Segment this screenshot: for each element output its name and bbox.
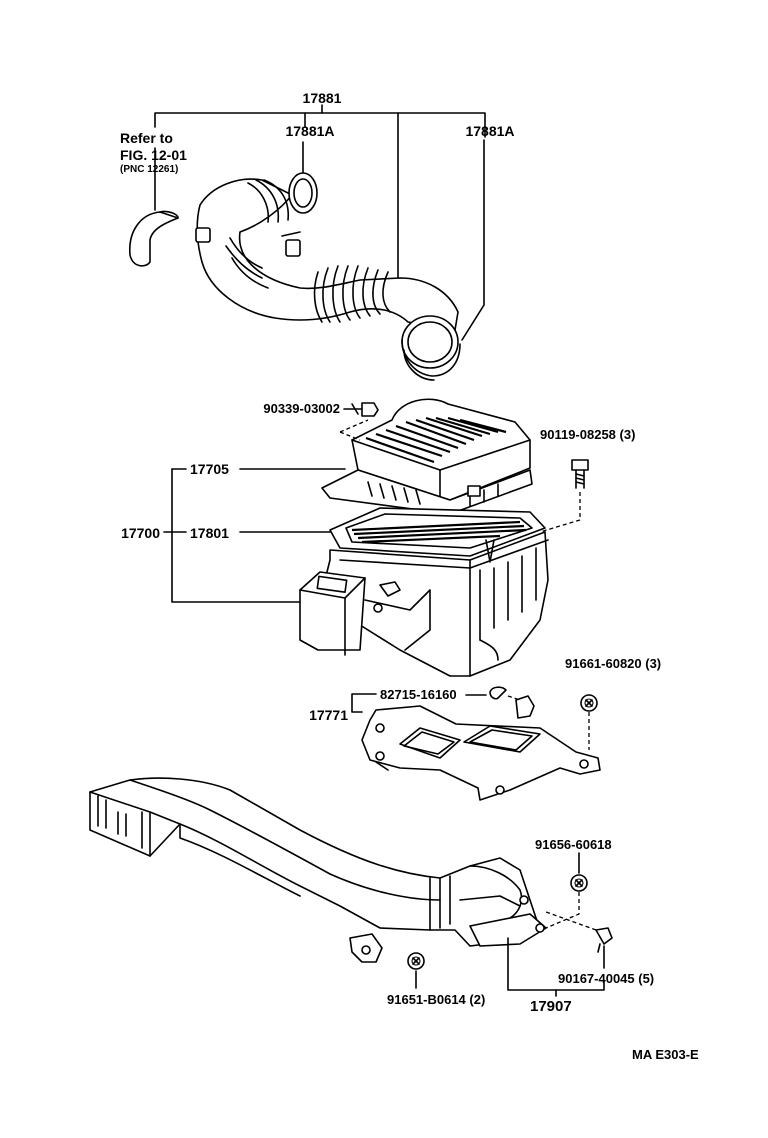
label-82715: 82715-16160 [380, 687, 457, 702]
grommet-91661 [580, 694, 598, 750]
label-17881: 17881 [303, 90, 342, 106]
label-90167: 90167-40045 (5) [558, 971, 654, 986]
label-17801: 17801 [190, 525, 229, 541]
leader-17705-17700-17801 [163, 468, 346, 603]
label-17907: 17907 [530, 998, 572, 1015]
label-refer-line1: Refer to [120, 130, 173, 146]
bracket-17771 [351, 693, 601, 801]
label-refer-line2: FIG. 12-01 [120, 147, 187, 163]
grommet-91651 [407, 952, 425, 989]
label-17881a-left: 17881A [285, 123, 334, 139]
label-90119: 90119-08258 (3) [540, 427, 635, 442]
air-cleaner-cap-17705 [321, 398, 533, 515]
leader-bracket-17881 [154, 104, 486, 341]
air-inlet-duct-17907 [89, 777, 547, 963]
screw-90167 [545, 911, 613, 969]
intake-hose-17881 [195, 172, 461, 381]
label-17881a-right: 17881A [465, 123, 514, 139]
breather-hose [129, 147, 179, 267]
label-91656: 91656-60618 [535, 837, 612, 852]
bolt-90119 [539, 459, 589, 533]
grommet-91656 [545, 852, 588, 929]
clip-82715 [465, 686, 535, 719]
air-cleaner-case [299, 531, 549, 677]
label-91661: 91661-60820 (3) [565, 656, 661, 671]
screw-90339 [339, 402, 379, 441]
label-90339: 90339-03002 [263, 401, 340, 416]
label-refer-line3: (PNC 12261) [120, 164, 178, 175]
leader-17907 [507, 937, 605, 997]
label-17705: 17705 [190, 461, 229, 477]
label-17771: 17771 [309, 707, 348, 723]
label-17700: 17700 [121, 525, 160, 541]
figure-code: MA E303-E [632, 1047, 699, 1062]
label-91651: 91651-B0614 (2) [387, 992, 485, 1007]
